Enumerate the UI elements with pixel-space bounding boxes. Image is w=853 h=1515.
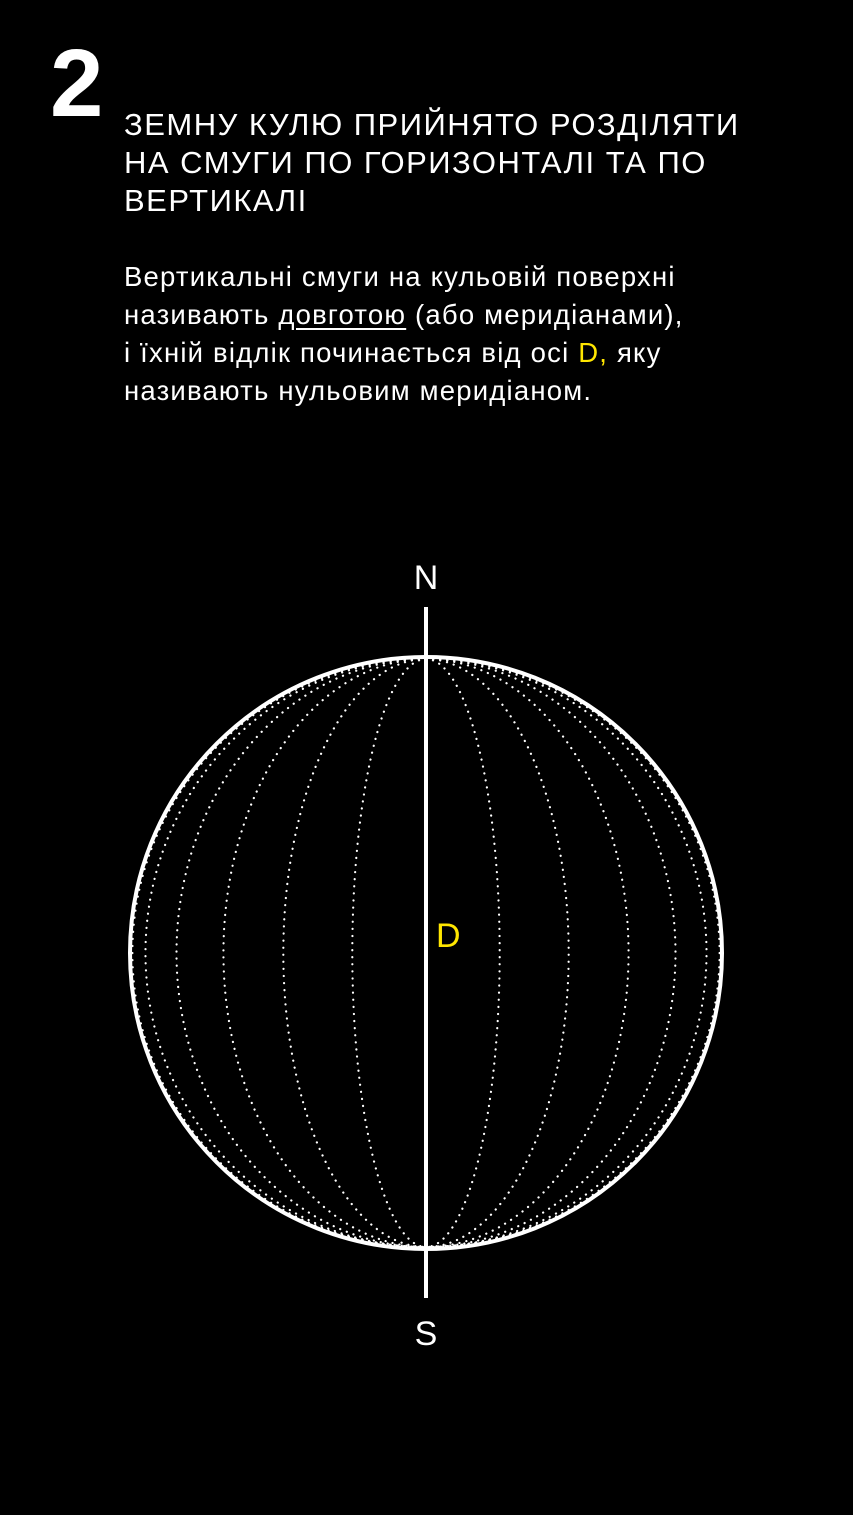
heading-line-2: НА СМУГИ ПО ГОРИЗОНТАЛІ ТА ПО bbox=[124, 145, 707, 180]
step-number: 2 bbox=[50, 30, 104, 137]
description-paragraph: Вертикальні смуги на кульовій поверхні н… bbox=[124, 258, 784, 410]
longitude-term: довготою bbox=[278, 299, 407, 330]
meridian-west-5 bbox=[144, 657, 428, 1249]
meridian-east-5 bbox=[424, 657, 708, 1249]
heading-line-1: ЗЕМНУ КУЛЮ ПРИЙНЯТО РОЗДІЛЯТИ bbox=[124, 107, 740, 142]
paragraph-line-2-end: (або меридіанами), bbox=[406, 299, 684, 330]
meridian-west-4 bbox=[175, 657, 428, 1249]
meridian-east-2 bbox=[424, 657, 570, 1249]
meridian-west-2 bbox=[282, 657, 428, 1249]
paragraph-line-1: Вертикальні смуги на кульовій поверхні bbox=[124, 261, 676, 292]
south-pole-label: S bbox=[415, 1315, 438, 1353]
paragraph-line-3-end: яку bbox=[608, 337, 662, 368]
heading-line-3: ВЕРТИКАЛІ bbox=[124, 183, 308, 218]
section-heading: ЗЕМНУ КУЛЮ ПРИЙНЯТО РОЗДІЛЯТИ НА СМУГИ П… bbox=[124, 106, 764, 220]
paragraph-line-2-start: називають bbox=[124, 299, 279, 330]
meridian-west-3 bbox=[222, 657, 428, 1249]
axis-d-label: D bbox=[436, 917, 461, 955]
axis-reference: D, bbox=[578, 337, 609, 368]
meridian-lines bbox=[131, 657, 721, 1249]
meridian-east-4 bbox=[424, 657, 677, 1249]
paragraph-line-4: називають нульовим меридіаном. bbox=[124, 375, 593, 406]
paragraph-line-3-start: і їхній відлік починається від осі bbox=[124, 337, 579, 368]
north-pole-label: N bbox=[414, 559, 439, 597]
meridian-east-6 bbox=[424, 657, 721, 1249]
globe-diagram: N S D bbox=[128, 559, 724, 1353]
meridian-west-6 bbox=[131, 657, 428, 1249]
meridian-east-3 bbox=[424, 657, 630, 1249]
meridian-west-1 bbox=[351, 657, 428, 1249]
